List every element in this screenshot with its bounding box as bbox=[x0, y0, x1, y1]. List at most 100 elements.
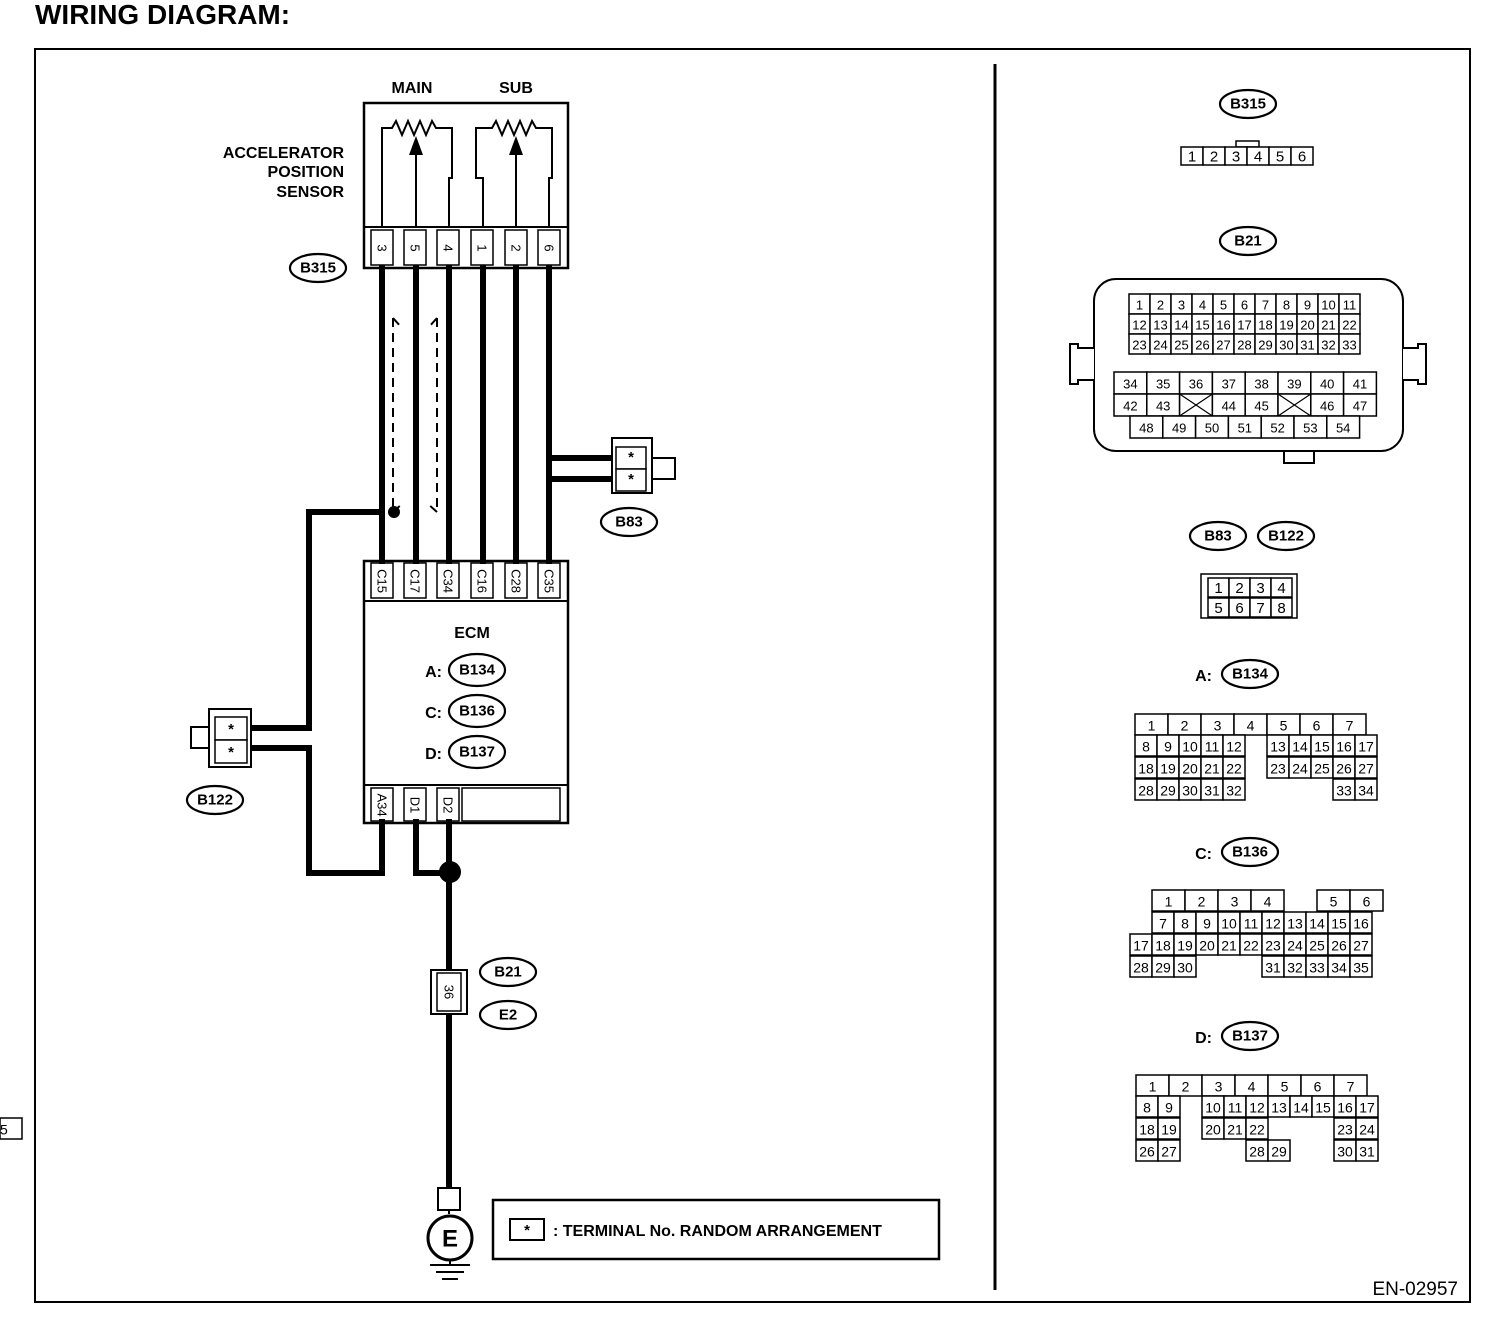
svg-text:E: E bbox=[442, 1226, 458, 1253]
pin-b136-label: 33 bbox=[1309, 960, 1325, 976]
pin-b134-label: 31 bbox=[1204, 783, 1220, 799]
pin-b21-label: 19 bbox=[1279, 318, 1293, 333]
pin-b315-label: 1 bbox=[1188, 149, 1196, 166]
pin-b136-label: 22 bbox=[1243, 938, 1259, 954]
pin-b21-label: 33 bbox=[1342, 338, 1356, 353]
pin-b137-label: 16 bbox=[1337, 1100, 1353, 1116]
sensor-pin-boxes bbox=[370, 229, 561, 266]
pin-b134-label: 5 bbox=[1280, 718, 1288, 734]
pin-b136-label: 8 bbox=[1181, 916, 1189, 932]
pin-b134-label: 16 bbox=[1336, 739, 1352, 755]
b122-terminal-2: * bbox=[228, 744, 234, 761]
pin-b137-label: 26 bbox=[1139, 1144, 1155, 1160]
svg-text:B136: B136 bbox=[1232, 844, 1268, 861]
svg-text:B315: B315 bbox=[1230, 96, 1266, 113]
pin-b137-label: 3 bbox=[1215, 1079, 1223, 1095]
pin-b21-label: 52 bbox=[1270, 421, 1284, 436]
ecm-pin-c35: C35 bbox=[542, 569, 557, 593]
pin-b21-label: 10 bbox=[1321, 298, 1335, 313]
pin-b136-label: 12 bbox=[1265, 916, 1281, 932]
pin-b21-label: 5 bbox=[1220, 298, 1227, 313]
pin-b137-label: 24 bbox=[1359, 1122, 1375, 1138]
pin-b137-label: 19 bbox=[1161, 1122, 1177, 1138]
pin-b137-label: 27 bbox=[1161, 1144, 1177, 1160]
pin-b315-label: 6 bbox=[1298, 149, 1306, 166]
pin-b21-label: 49 bbox=[1172, 421, 1186, 436]
pin-b21-label: 44 bbox=[1222, 399, 1236, 414]
pin-b21-label: 3 bbox=[1178, 298, 1185, 313]
pin-b136-cell bbox=[1349, 911, 1373, 934]
ground-symbol: E bbox=[426, 1187, 474, 1280]
pin-b134-label: 20 bbox=[1182, 761, 1198, 777]
pin-b136-label: 32 bbox=[1287, 960, 1303, 976]
pin-b137-cell bbox=[1267, 1139, 1291, 1162]
legend-symbol: * bbox=[524, 1222, 530, 1239]
pin-b134-label: 14 bbox=[1292, 739, 1308, 755]
pin-b83-label: 3 bbox=[1256, 580, 1264, 597]
ground-code-b21: B21 bbox=[494, 964, 522, 981]
pin-b136-label: 13 bbox=[1287, 916, 1303, 932]
pin-b136-label: 20 bbox=[1199, 938, 1215, 954]
pin-b315-label: 5 bbox=[1276, 149, 1284, 166]
pin-b136-label: 34 bbox=[1331, 960, 1347, 976]
main-potentiometer bbox=[381, 118, 453, 227]
pin-b21-label: 45 bbox=[1254, 399, 1268, 414]
pin-b83-label: 1 bbox=[1214, 580, 1222, 597]
pin-b134-cell bbox=[1222, 756, 1246, 779]
pin-b136-cell bbox=[1173, 955, 1197, 978]
ecm-connector-b136: B136 bbox=[459, 703, 495, 720]
pin-b136-label: 29 bbox=[1155, 960, 1171, 976]
pin-b137-label: 14 bbox=[1293, 1100, 1309, 1116]
figure-code: EN-02957 bbox=[1372, 1279, 1458, 1300]
svg-text:B134: B134 bbox=[1232, 666, 1269, 683]
pin-b137-label: 5 bbox=[1281, 1079, 1289, 1095]
pin-b134-label: 28 bbox=[1138, 783, 1154, 799]
ecm-pin-d2: D2 bbox=[441, 797, 456, 814]
pin-b134-label: 2 bbox=[1181, 718, 1189, 734]
pin-b21-label: 9 bbox=[1304, 298, 1311, 313]
ecm-top-pin-boxes bbox=[370, 562, 561, 599]
pin-b137-label: 23 bbox=[1337, 1122, 1353, 1138]
pin-b21-label: 35 bbox=[1156, 377, 1170, 392]
pin-b134-label: 22 bbox=[1226, 761, 1242, 777]
pin-b136-label: 2 bbox=[1198, 894, 1206, 910]
pin-b136-label: 11 bbox=[1244, 916, 1259, 932]
pin-b136-label: 25 bbox=[1309, 938, 1325, 954]
pin-b137-cell bbox=[1157, 1095, 1181, 1118]
pin-b137-label: 8 bbox=[1143, 1100, 1151, 1116]
pin-b134-label: 21 bbox=[1204, 761, 1220, 777]
pin-b136-label: 18 bbox=[1155, 938, 1171, 954]
svg-text:B315: B315 bbox=[300, 260, 336, 277]
pin-b134-label: 33 bbox=[1336, 783, 1352, 799]
pin-b21-label: 20 bbox=[1300, 318, 1314, 333]
svg-text:B21: B21 bbox=[1234, 233, 1262, 250]
pin-b134-label: 18 bbox=[1138, 761, 1154, 777]
joint-connector-b83: * * B83 bbox=[599, 437, 676, 538]
pin-b136-label: 16 bbox=[1353, 916, 1369, 932]
pin-b137-label: 28 bbox=[1249, 1144, 1265, 1160]
pin-b137-label: 1 bbox=[1149, 1079, 1157, 1095]
pin-b21-label: 39 bbox=[1287, 377, 1301, 392]
pin-b137-label: 25 bbox=[0, 1122, 8, 1138]
pin-b134-label: 7 bbox=[1346, 718, 1354, 734]
pin-b137-label: 17 bbox=[1359, 1100, 1375, 1116]
pin-b136-label: 14 bbox=[1309, 916, 1325, 932]
pin-b83-label: 6 bbox=[1235, 600, 1243, 617]
pin-b134-label: 25 bbox=[1314, 761, 1330, 777]
ecm-prefix-c: C: bbox=[425, 705, 442, 722]
pin-b136-label: 6 bbox=[1363, 894, 1371, 910]
pin-b136-cell bbox=[1349, 889, 1384, 912]
pin-b21-label: 54 bbox=[1336, 421, 1350, 436]
sensor-body bbox=[362, 101, 570, 270]
pin-b134-label: 9 bbox=[1164, 739, 1172, 755]
sensor-pin-2: 2 bbox=[509, 244, 524, 251]
pin-b136-label: 28 bbox=[1133, 960, 1149, 976]
pin-b137-label: 13 bbox=[1271, 1100, 1287, 1116]
svg-text:B137: B137 bbox=[1232, 1028, 1268, 1045]
pin-b136-label: 15 bbox=[1331, 916, 1347, 932]
pin-b136-label: 1 bbox=[1165, 894, 1173, 910]
